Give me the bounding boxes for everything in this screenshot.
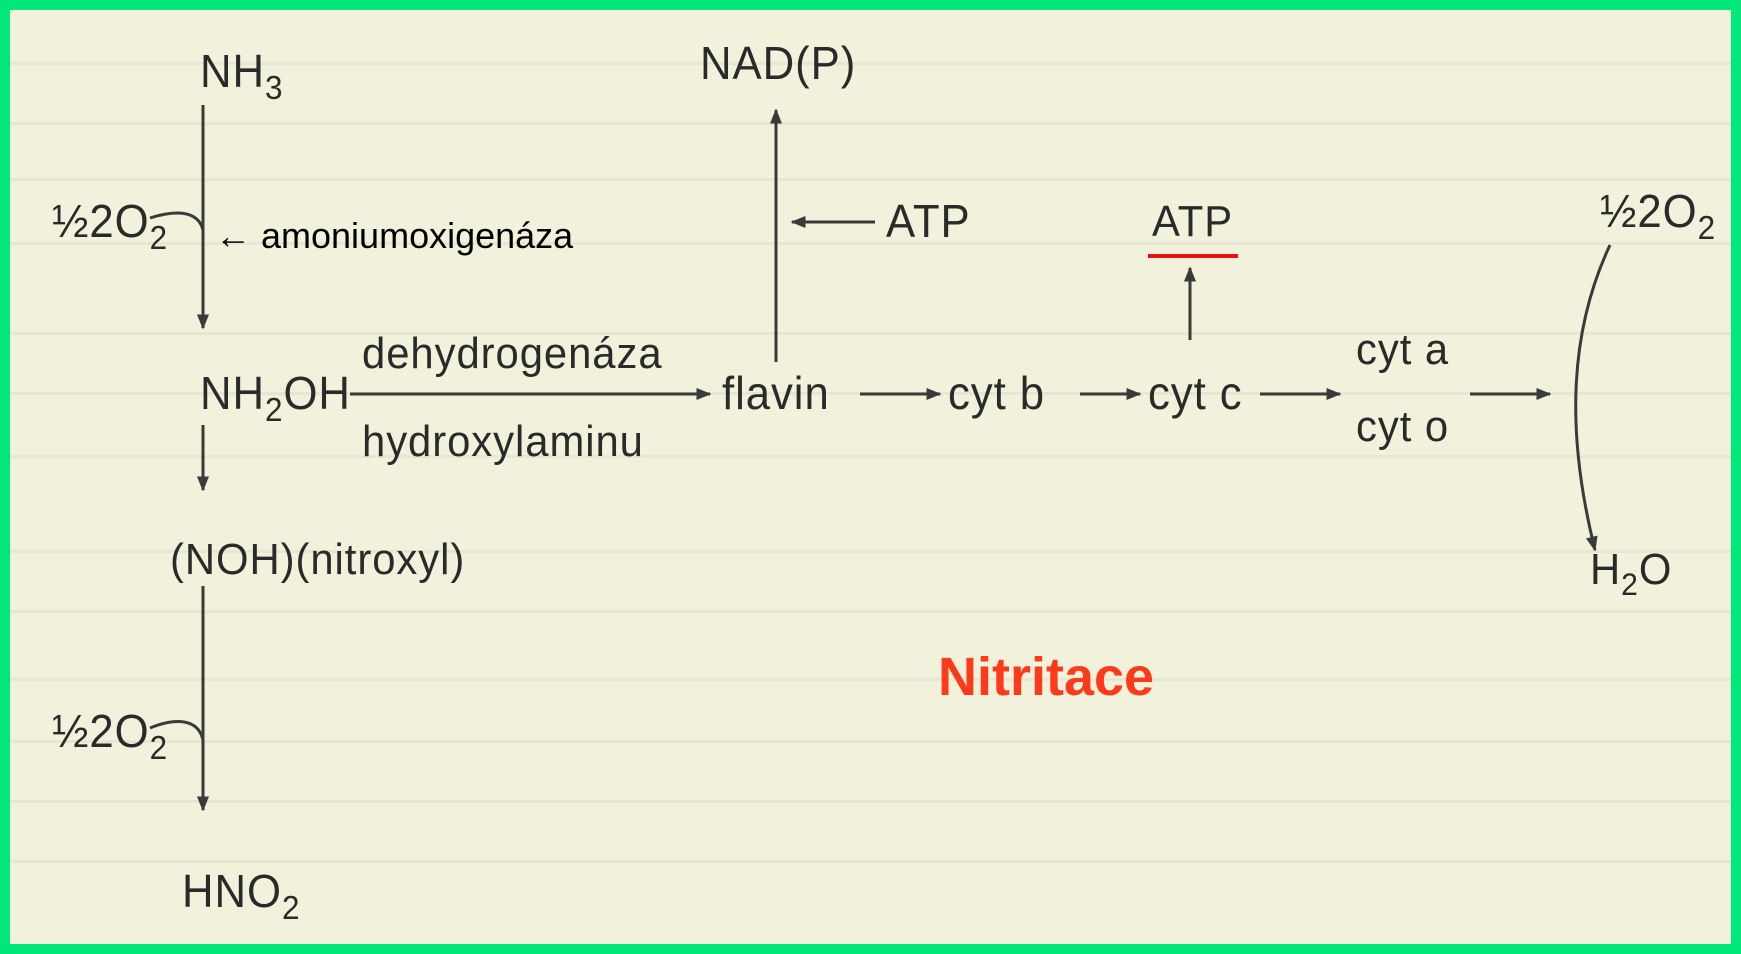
background-text-line <box>10 178 1731 181</box>
nh2oh-label: NH2OH <box>200 367 351 429</box>
half-o2-bottom-left: ½2O2 <box>52 705 169 767</box>
background-text-line <box>10 860 1731 863</box>
curved-arrow-icon <box>149 720 205 741</box>
background-text-line <box>10 242 1731 245</box>
background-text-line <box>10 678 1731 681</box>
reaction-arrows <box>149 105 1612 812</box>
nadp-label: NAD(P) <box>700 37 857 89</box>
cyt-o-label: cyt o <box>1356 402 1450 451</box>
nh3-label: NH3 <box>200 45 284 107</box>
background-text-line <box>10 610 1731 613</box>
background-text-line <box>10 740 1731 743</box>
hydroxylamine-label: hydroxylaminu <box>362 417 644 466</box>
noh-nitroxyl-label: (NOH)(nitroxyl) <box>170 535 466 584</box>
background-text-line <box>10 455 1731 458</box>
background-text-line <box>10 332 1731 335</box>
background-text-line <box>10 800 1731 803</box>
atp-left-label: ATP <box>886 195 971 247</box>
page-title: Nitritace <box>938 647 1155 707</box>
enzyme-amonium-label: ← amoniumoxigenáza <box>215 215 574 256</box>
background-text-line <box>10 62 1731 65</box>
half-o2-right: ½2O2 <box>1600 185 1717 247</box>
atp-right-label: ATP <box>1152 197 1234 246</box>
background-text-line <box>10 122 1731 125</box>
cyt-a-label: cyt a <box>1356 325 1450 374</box>
curved-arrow-icon <box>149 211 205 231</box>
scanned-page: NH3 ½2O2 ← amoniumoxigenáza NH2OH dehydr… <box>10 10 1731 944</box>
cyt-b-label: cyt b <box>948 367 1046 419</box>
curved-arrow-icon <box>1574 244 1612 552</box>
background-text-line <box>10 550 1731 553</box>
flavin-label: flavin <box>722 367 830 419</box>
cyt-c-label: cyt c <box>1148 367 1243 419</box>
dehydrogenase-label: dehydrogenáza <box>362 329 663 378</box>
hno2-label: HNO2 <box>182 865 301 927</box>
h2o-label: H2O <box>1590 545 1673 603</box>
half-o2-top-left: ½2O2 <box>52 195 169 257</box>
